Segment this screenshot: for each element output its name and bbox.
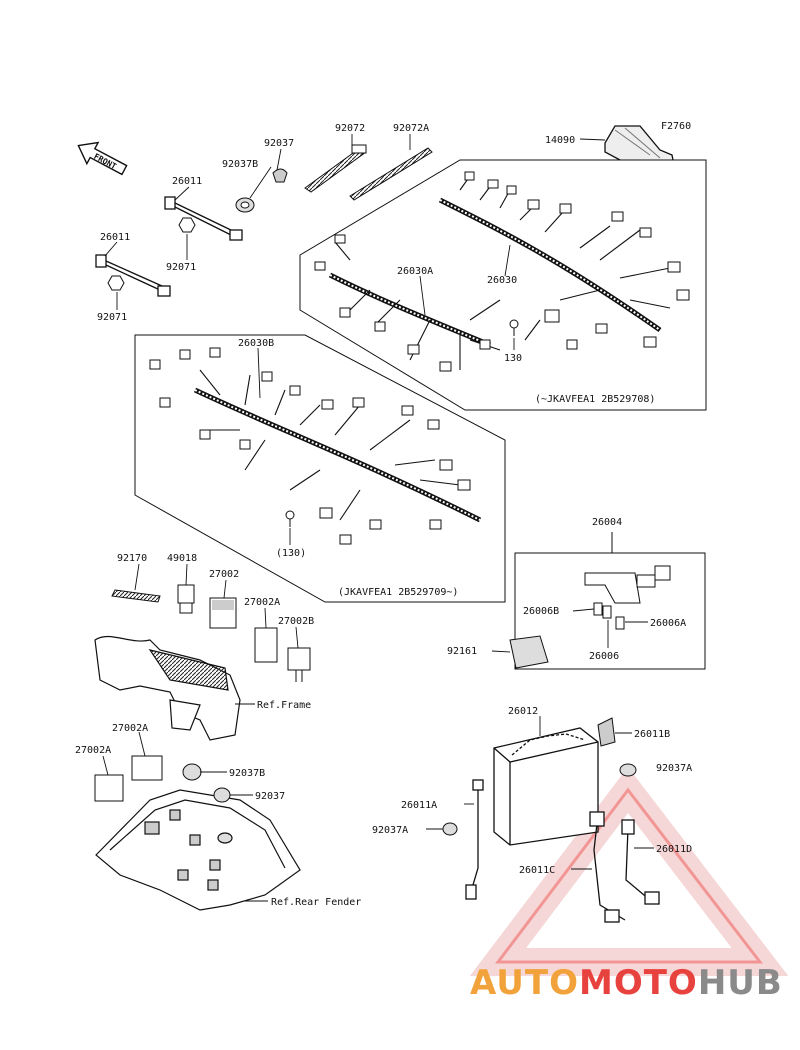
- label-26011-a: 26011: [172, 176, 202, 187]
- label-26030a: 26030A: [397, 266, 433, 277]
- label-92072: 92072: [335, 123, 365, 134]
- harness-26030-bundle: [328, 175, 671, 370]
- watermark-part1: AUTO: [470, 963, 579, 1003]
- label-26011c: 26011C: [519, 865, 555, 876]
- label-27002b: 27002B: [278, 616, 314, 627]
- box-26004: [514, 532, 706, 670]
- label-26006: 26006: [589, 651, 619, 662]
- cable-26011c: [589, 811, 626, 923]
- label-130: 130: [504, 353, 522, 364]
- label-92037-top: 92037: [264, 138, 294, 149]
- harness-frame-upper: [299, 159, 707, 411]
- label-92170: 92170: [117, 553, 147, 564]
- part-92037b-clamp-low: [182, 763, 202, 781]
- harness-26030b-bundle: [193, 369, 482, 523]
- label-92037b-low: 92037B: [229, 768, 265, 779]
- label-14090: 14090: [545, 135, 575, 146]
- part-92072-tie: [304, 144, 367, 193]
- svg-text:AUTOMOTOHUB: AUTOMOTOHUB: [470, 963, 783, 1003]
- label-92072a: 92072A: [393, 123, 429, 134]
- part-27002-relay: [209, 597, 237, 629]
- label-92037a-right: 92037A: [656, 763, 692, 774]
- part-92170: [111, 589, 161, 603]
- part-92072a-tie: [349, 147, 433, 201]
- label-26011a: 26011A: [401, 800, 437, 811]
- part-92037-clamp-low: [213, 787, 231, 803]
- label-26030: 26030: [487, 275, 517, 286]
- connectors-lower: [149, 347, 471, 545]
- label-27002a-left: 27002A: [75, 745, 111, 756]
- bolt-130-lower: [285, 510, 295, 527]
- serial-note-upper: (~JKAVFEA1 2B529708): [535, 394, 655, 405]
- label-26030b: 26030B: [238, 338, 274, 349]
- cable-26011a: [465, 779, 484, 900]
- watermark-part2: MOTO: [579, 963, 698, 1003]
- label-130-paren: (130): [276, 548, 306, 559]
- label-27002a-mid: 27002A: [112, 723, 148, 734]
- harness-frame-lower: [134, 334, 506, 603]
- leader-lines: [102, 134, 654, 902]
- front-arrow-icon: FRONT: [77, 141, 128, 176]
- watermark-logo: AUTOMOTOHUB: [470, 963, 783, 1003]
- label-26004: 26004: [592, 517, 622, 528]
- cable-26011d: [621, 819, 660, 905]
- label-26011b: 26011B: [634, 729, 670, 740]
- figure-code: F2760: [661, 121, 691, 132]
- part-27002a-relay-left: [94, 774, 124, 802]
- part-92037b-clamp-upper: [235, 197, 255, 213]
- bolt-130: [509, 319, 519, 336]
- label-27002a-top: 27002A: [244, 597, 280, 608]
- label-27002-top: 27002: [209, 569, 239, 580]
- label-26011d: 26011D: [656, 844, 692, 855]
- label-26011-b: 26011: [100, 232, 130, 243]
- part-92037a-clamp-right: [619, 763, 637, 777]
- battery-26012: [493, 727, 599, 846]
- label-92161: 92161: [447, 646, 477, 657]
- part-49018: [177, 584, 195, 614]
- frame-silhouette: [94, 635, 241, 741]
- label-26006a: 26006A: [650, 618, 686, 629]
- part-26011-upper: [164, 196, 243, 241]
- ref-rear-fender-label: Ref.Rear Fender: [271, 897, 361, 908]
- watermark-triangle: [469, 766, 789, 976]
- part-92037-clamp-upper: [272, 168, 288, 183]
- label-92037b-top: 92037B: [222, 159, 258, 170]
- part-92071-upper: [178, 217, 196, 233]
- serial-note-lower: (JKAVFEA1 2B529709~): [338, 587, 458, 598]
- part-92071-lower: [107, 275, 125, 291]
- connectors-upper: [314, 171, 690, 372]
- label-49018: 49018: [167, 553, 197, 564]
- label-92037a-left: 92037A: [372, 825, 408, 836]
- part-27002a-relay-mid: [131, 755, 163, 781]
- label-92071-b: 92071: [97, 312, 127, 323]
- rear-fender-plate: [95, 789, 301, 911]
- part-92037a-clamp-left: [442, 822, 458, 836]
- watermark-part3: HUB: [698, 963, 783, 1003]
- label-26006b: 26006B: [523, 606, 559, 617]
- label-92071-a: 92071: [166, 262, 196, 273]
- part-92161: [509, 635, 549, 669]
- ref-frame-label: Ref.Frame: [257, 700, 311, 711]
- part-27002a-relay-top: [254, 627, 278, 663]
- part-26011-lower: [95, 254, 171, 297]
- label-26012: 26012: [508, 706, 538, 717]
- label-92037-low: 92037: [255, 791, 285, 802]
- part-27002b-relay: [287, 647, 311, 682]
- cover-26011b: [597, 717, 616, 747]
